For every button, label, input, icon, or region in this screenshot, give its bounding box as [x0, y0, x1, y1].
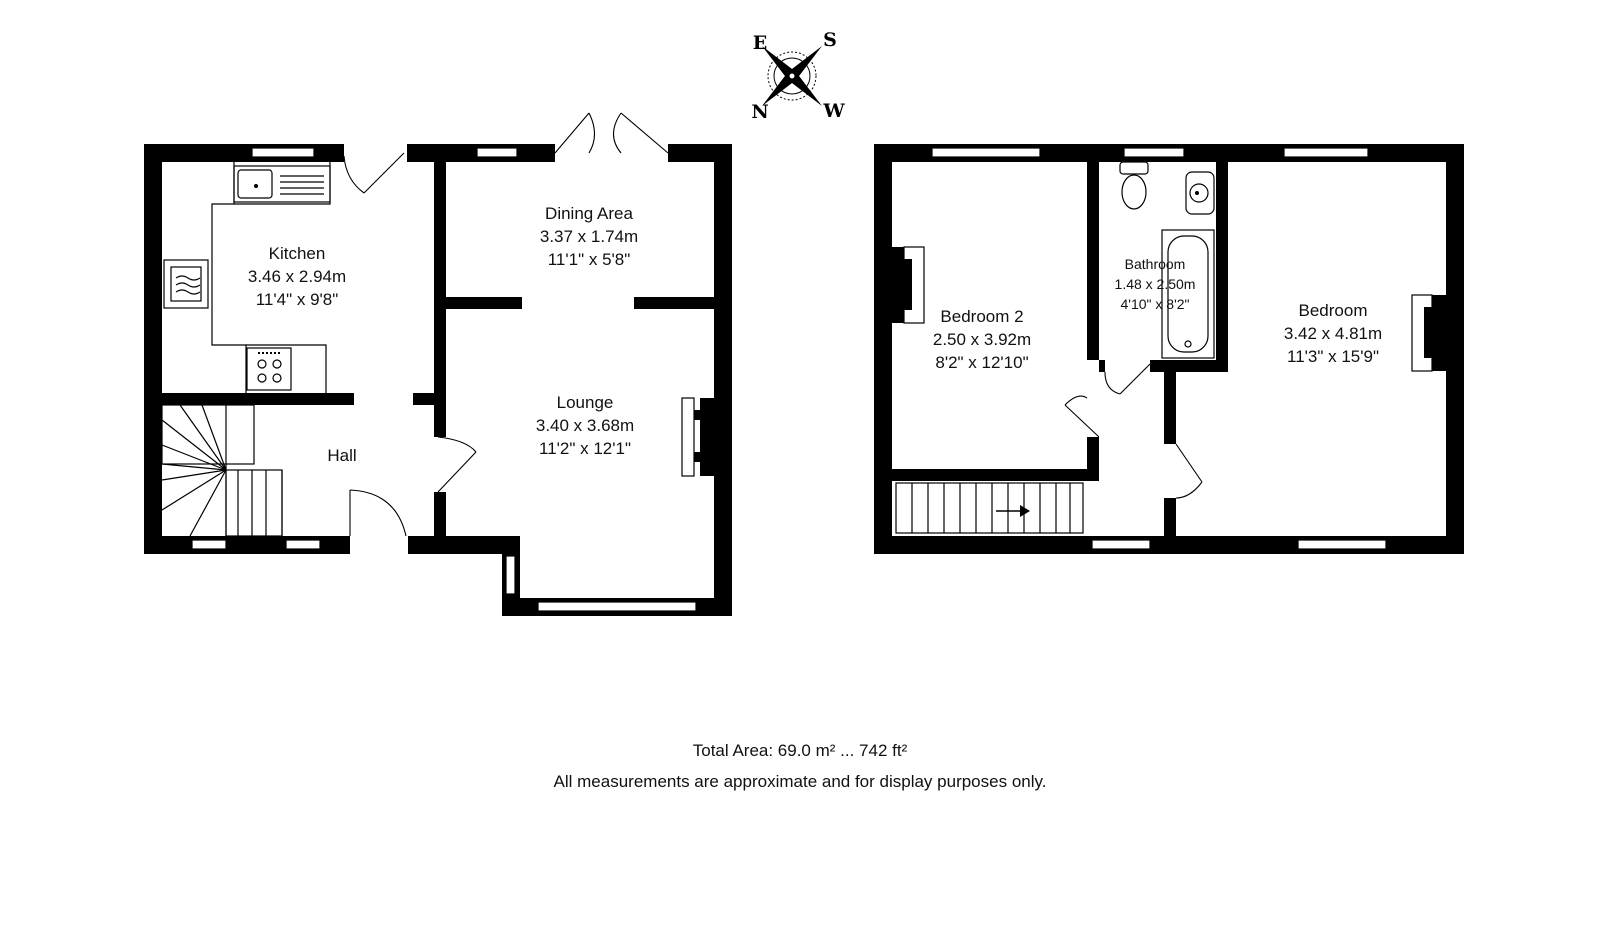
bedroom2-imperial: 8'2" x 12'10"	[935, 353, 1028, 372]
hall-name: Hall	[327, 446, 356, 465]
lounge-door	[437, 436, 477, 493]
worktop	[211, 162, 247, 393]
compass-south-label: S	[823, 29, 837, 51]
window	[1283, 147, 1369, 158]
bathroom-door	[1104, 363, 1151, 395]
french-door	[554, 112, 669, 154]
window	[251, 147, 315, 158]
kitchen-name: Kitchen	[269, 244, 326, 263]
wall	[144, 144, 162, 554]
bathroom-name: Bathroom	[1125, 256, 1186, 272]
lounge-name: Lounge	[557, 393, 614, 412]
first-floor	[874, 144, 1464, 554]
wall	[434, 492, 446, 538]
staircase	[895, 482, 1084, 534]
wall	[634, 297, 716, 309]
toilet-icon	[1119, 161, 1149, 210]
bedroom2-name: Bedroom 2	[940, 307, 1023, 326]
lounge-metric: 3.40 x 3.68m	[536, 416, 634, 435]
compass-west-label: W	[822, 100, 845, 122]
wall	[1150, 360, 1228, 372]
lounge-imperial: 11'2" x 12'1"	[539, 439, 631, 458]
wall	[1164, 372, 1176, 444]
wall	[408, 536, 520, 554]
wall	[434, 160, 446, 437]
bedroom-door	[1175, 443, 1203, 499]
dining-name: Dining Area	[545, 204, 633, 223]
dining-metric: 3.37 x 1.74m	[540, 227, 638, 246]
window	[1123, 147, 1185, 158]
disclaimer: All measurements are approximate and for…	[553, 772, 1047, 791]
bathroom-imperial: 4'10" x 8'2"	[1121, 296, 1190, 312]
basin-icon	[1185, 171, 1215, 215]
window	[1297, 539, 1387, 550]
washing-machine-icon	[163, 259, 209, 309]
window	[931, 147, 1041, 158]
ground-floor	[144, 112, 732, 616]
wall	[1164, 498, 1176, 538]
fireplace-icon	[1411, 294, 1446, 372]
window	[1091, 539, 1151, 550]
compass-east-label: E	[753, 32, 767, 54]
wall	[1099, 360, 1105, 372]
wall	[1216, 160, 1228, 372]
kitchen-metric: 3.46 x 2.94m	[248, 267, 346, 286]
fireplace-icon	[681, 397, 714, 477]
wall	[446, 297, 522, 309]
wall	[1446, 144, 1464, 554]
wall	[162, 393, 354, 405]
bath-icon	[1161, 229, 1215, 359]
wall	[892, 469, 1099, 481]
bathroom-metric: 1.48 x 2.50m	[1115, 276, 1196, 292]
sink-icon	[233, 165, 331, 203]
window	[285, 539, 321, 550]
window	[537, 601, 697, 612]
fireplace-icon	[892, 246, 925, 324]
staircase	[161, 404, 283, 537]
compass-north-label: N	[751, 101, 768, 123]
kitchen-imperial: 11'4" x 9'8"	[256, 290, 339, 309]
wall	[413, 393, 435, 405]
wall	[874, 144, 892, 554]
bedroom-imperial: 11'3" x 15'9"	[1287, 347, 1379, 366]
window	[476, 147, 518, 158]
stair-direction-arrow-icon	[996, 505, 1030, 517]
dining-imperial: 11'1" x 5'8"	[548, 250, 631, 269]
wall	[1087, 160, 1099, 360]
bedroom-metric: 3.42 x 4.81m	[1284, 324, 1382, 343]
bedroom2-door	[1064, 395, 1100, 438]
compass-icon	[762, 46, 822, 106]
bedroom-name: Bedroom	[1299, 301, 1368, 320]
total-area: Total Area: 69.0 m² ... 742 ft²	[692, 741, 908, 760]
wall	[714, 144, 732, 616]
window	[191, 539, 227, 550]
hob-icon	[246, 347, 292, 391]
window	[505, 555, 516, 595]
front-door	[349, 489, 407, 537]
worktop	[246, 344, 327, 393]
bedroom2-metric: 2.50 x 3.92m	[933, 330, 1031, 349]
back-door	[343, 152, 405, 194]
